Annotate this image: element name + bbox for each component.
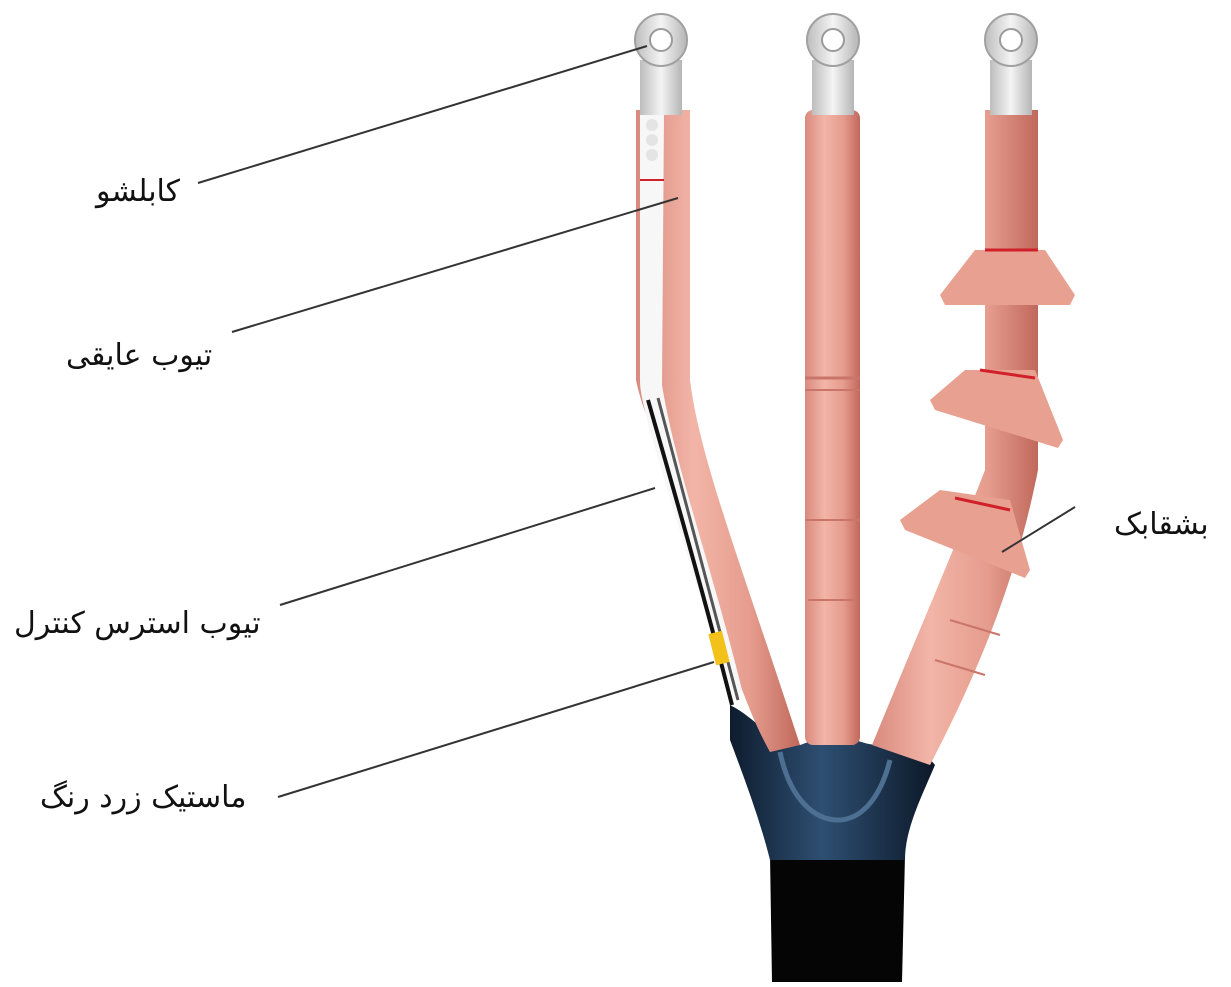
lug-left	[635, 14, 687, 115]
center-core	[805, 110, 860, 745]
label-lug: کابلشو	[90, 172, 186, 212]
right-core	[872, 110, 1075, 765]
left-core	[636, 110, 800, 752]
cable-jacket	[770, 855, 905, 982]
label-insulating-tube: تیوب عایقی	[60, 336, 218, 376]
lug-right	[985, 14, 1037, 115]
leader-stress-control	[280, 488, 655, 605]
lug-center	[807, 14, 859, 115]
leader-insulating-tube	[232, 198, 678, 332]
shed-top	[940, 250, 1075, 305]
label-shed: بشقابک	[1108, 505, 1215, 545]
leader-mastic	[278, 662, 714, 797]
label-stress-control-tube: تیوب استرس کنترل	[8, 604, 267, 644]
leader-lug	[198, 46, 647, 183]
label-yellow-mastic: ماستیک زرد رنگ	[34, 778, 252, 818]
